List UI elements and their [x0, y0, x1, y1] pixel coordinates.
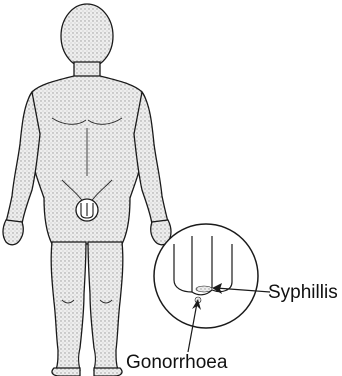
magnified-inset — [154, 224, 258, 328]
syphillis-label: Syphillis — [268, 282, 338, 303]
left-arm — [6, 92, 40, 224]
right-foot — [94, 368, 122, 376]
left-hand — [3, 220, 23, 245]
genital-marker — [76, 199, 98, 221]
right-leg — [88, 242, 123, 370]
right-arm — [134, 92, 168, 224]
left-foot — [52, 368, 80, 376]
human-figure — [3, 4, 171, 376]
left-leg — [51, 242, 86, 370]
lesion-mark — [196, 286, 212, 292]
gonorrhoea-label: Gonorrhoea — [126, 352, 228, 373]
head — [61, 4, 113, 68]
